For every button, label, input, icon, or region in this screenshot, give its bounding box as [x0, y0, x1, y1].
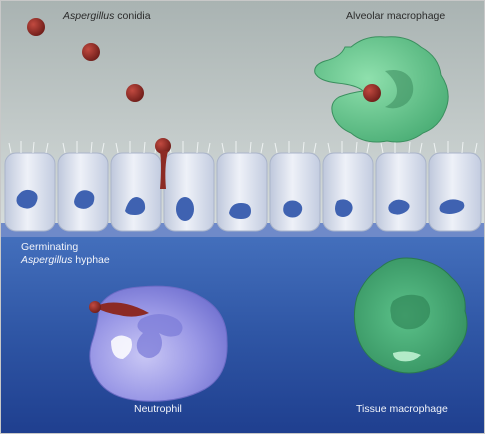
label-germinating-rest: hyphae	[72, 254, 110, 266]
nucleus	[335, 199, 353, 217]
neutrophil	[89, 285, 228, 402]
label-alveolar-macrophage: Alveolar macrophage	[346, 10, 446, 22]
nucleus	[176, 197, 194, 221]
label-tissue-macrophage: Tissue macrophage	[356, 403, 448, 415]
nucleus	[439, 199, 465, 214]
conidium	[82, 43, 100, 61]
label-germinating-genus: Aspergillus	[21, 254, 73, 266]
nucleus	[16, 189, 38, 209]
nucleus	[74, 190, 95, 209]
epithelial-cell	[375, 152, 427, 232]
epithelial-cell	[110, 152, 162, 232]
nucleus	[283, 200, 303, 218]
label-germinating-line2: Aspergillus hyphae	[21, 254, 110, 267]
ingested-conidium	[363, 84, 381, 102]
conidia	[27, 18, 171, 189]
conidium	[126, 84, 144, 102]
label-conidia-rest: conidia	[114, 10, 151, 22]
label-conidia-genus: Aspergillus	[63, 10, 115, 22]
label-germinating-hyphae: Germinating Aspergillus hyphae	[21, 241, 110, 267]
nucleus	[388, 199, 410, 215]
label-conidia: Aspergillus conidia	[63, 10, 151, 23]
conidium	[155, 138, 171, 154]
nucleus	[125, 197, 146, 215]
epithelial-cell	[216, 152, 268, 232]
epithelial-cell	[322, 152, 374, 232]
nucleus	[229, 203, 251, 219]
epithelial-cell	[163, 152, 215, 232]
epithelial-cell	[428, 152, 482, 232]
alveolar-macrophage	[314, 36, 449, 143]
hypha-in-neutrophil	[95, 302, 149, 317]
epithelial-cell	[57, 152, 109, 232]
germ-tube	[160, 151, 168, 189]
label-germinating-line1: Germinating	[21, 241, 79, 253]
epithelial-cell	[4, 152, 56, 232]
tissue-macrophage	[353, 257, 468, 374]
epithelial-cell	[269, 152, 321, 232]
epithelial-layer	[1, 141, 484, 237]
conidium	[27, 18, 45, 36]
label-neutrophil: Neutrophil	[134, 403, 182, 415]
